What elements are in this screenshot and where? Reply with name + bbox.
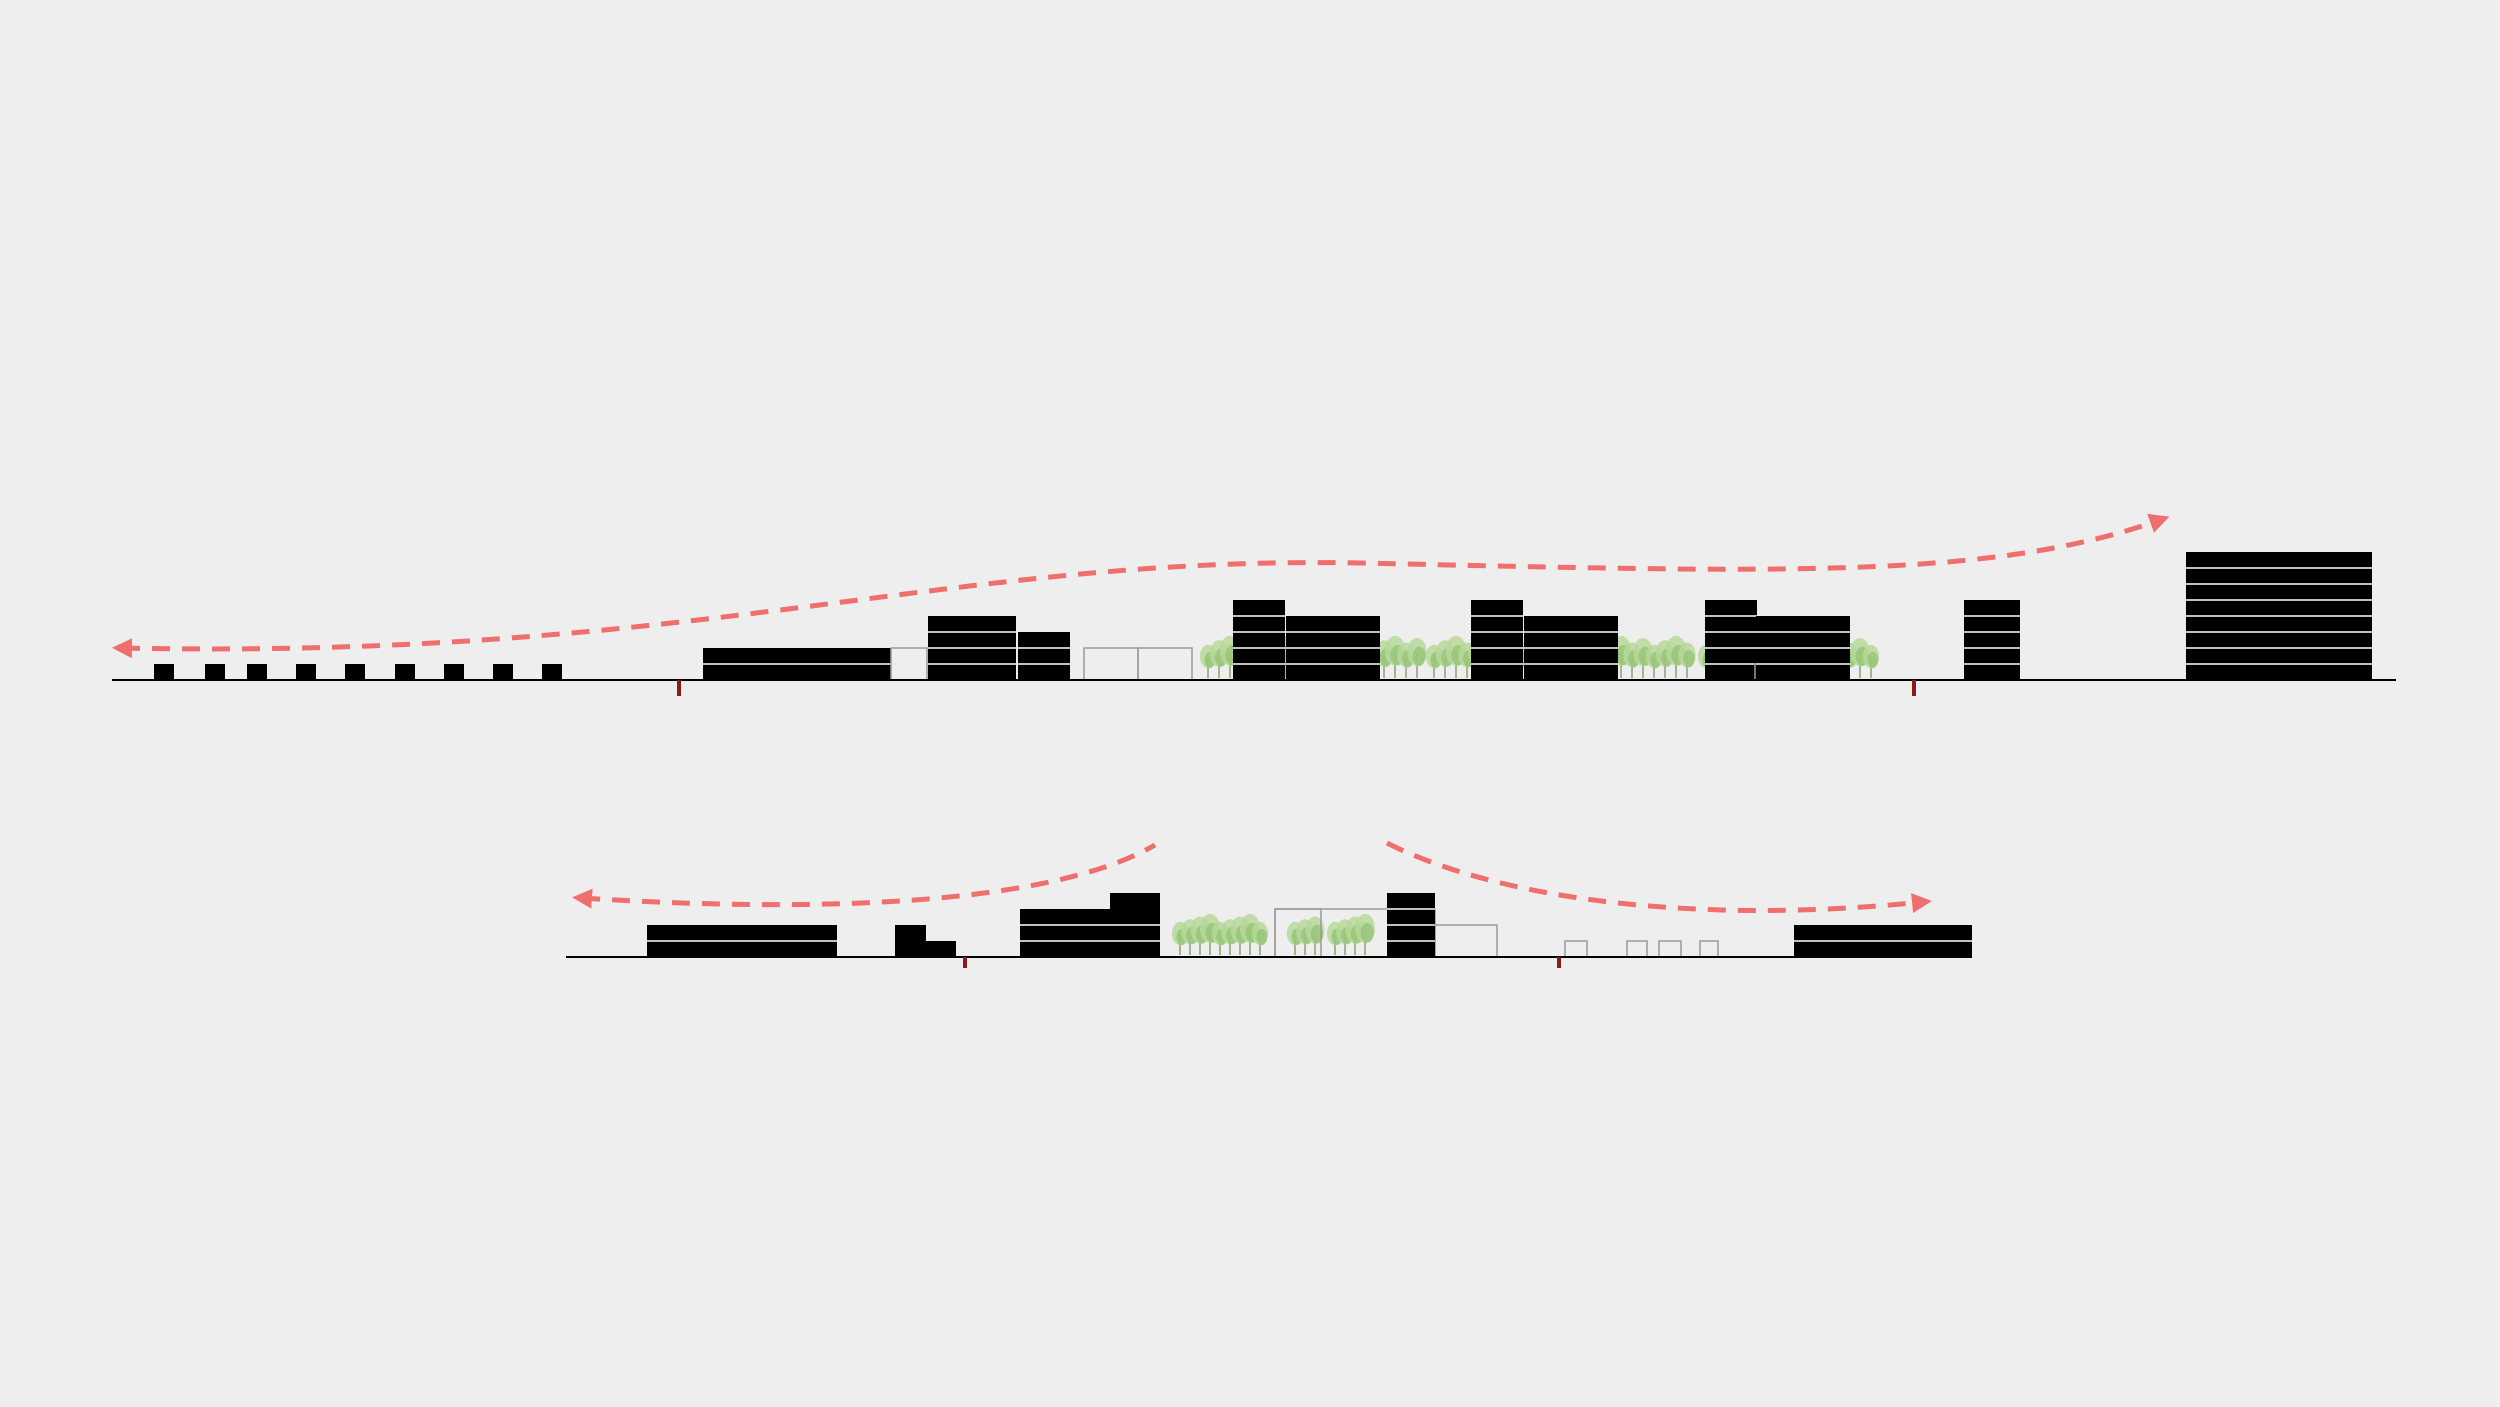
height-transition-arrow bbox=[112, 513, 2170, 659]
height-transition-arrow bbox=[572, 842, 1157, 909]
building-outline bbox=[1434, 924, 1498, 958]
building-block bbox=[703, 648, 891, 680]
building-group bbox=[154, 552, 2372, 681]
tree bbox=[1251, 921, 1269, 955]
building-block bbox=[205, 664, 225, 680]
building-block bbox=[1705, 600, 1757, 680]
tree bbox=[1678, 642, 1696, 678]
building-outline bbox=[1083, 647, 1139, 681]
building-block bbox=[895, 925, 926, 941]
building-block bbox=[296, 664, 316, 680]
section-bottom bbox=[566, 840, 1972, 968]
building-block bbox=[1018, 632, 1070, 680]
building-block bbox=[895, 941, 956, 957]
building-block bbox=[493, 664, 513, 680]
building-block bbox=[395, 664, 415, 680]
building-block bbox=[154, 664, 174, 680]
building-block bbox=[1524, 616, 1618, 680]
building-block bbox=[1964, 600, 2020, 680]
building-block bbox=[1387, 893, 1435, 957]
building-group bbox=[647, 893, 1972, 958]
building-outline bbox=[890, 647, 928, 681]
building-block bbox=[444, 664, 464, 680]
building-outline bbox=[1626, 940, 1648, 958]
building-outline bbox=[1137, 647, 1193, 681]
building-outline bbox=[1699, 940, 1719, 958]
tree bbox=[1355, 913, 1375, 955]
building-outline bbox=[1658, 940, 1682, 958]
building-block bbox=[1110, 893, 1160, 909]
building-block bbox=[1233, 600, 1285, 680]
building-block bbox=[542, 664, 562, 680]
tree bbox=[1305, 916, 1325, 955]
height-transition-arrow bbox=[1385, 840, 1932, 913]
building-block bbox=[1756, 616, 1850, 680]
section-top bbox=[112, 513, 2396, 696]
tree bbox=[1407, 638, 1427, 678]
building-block bbox=[247, 664, 267, 680]
building-block bbox=[1286, 616, 1380, 680]
building-block bbox=[2186, 552, 2372, 680]
tree-group bbox=[1171, 913, 1375, 955]
building-block bbox=[928, 616, 1016, 680]
building-block bbox=[345, 664, 365, 680]
tree bbox=[1862, 644, 1880, 678]
building-block bbox=[1794, 925, 1972, 957]
building-block bbox=[647, 925, 837, 957]
building-outline bbox=[1564, 940, 1588, 958]
building-block bbox=[1471, 600, 1523, 680]
building-block bbox=[1020, 909, 1160, 957]
